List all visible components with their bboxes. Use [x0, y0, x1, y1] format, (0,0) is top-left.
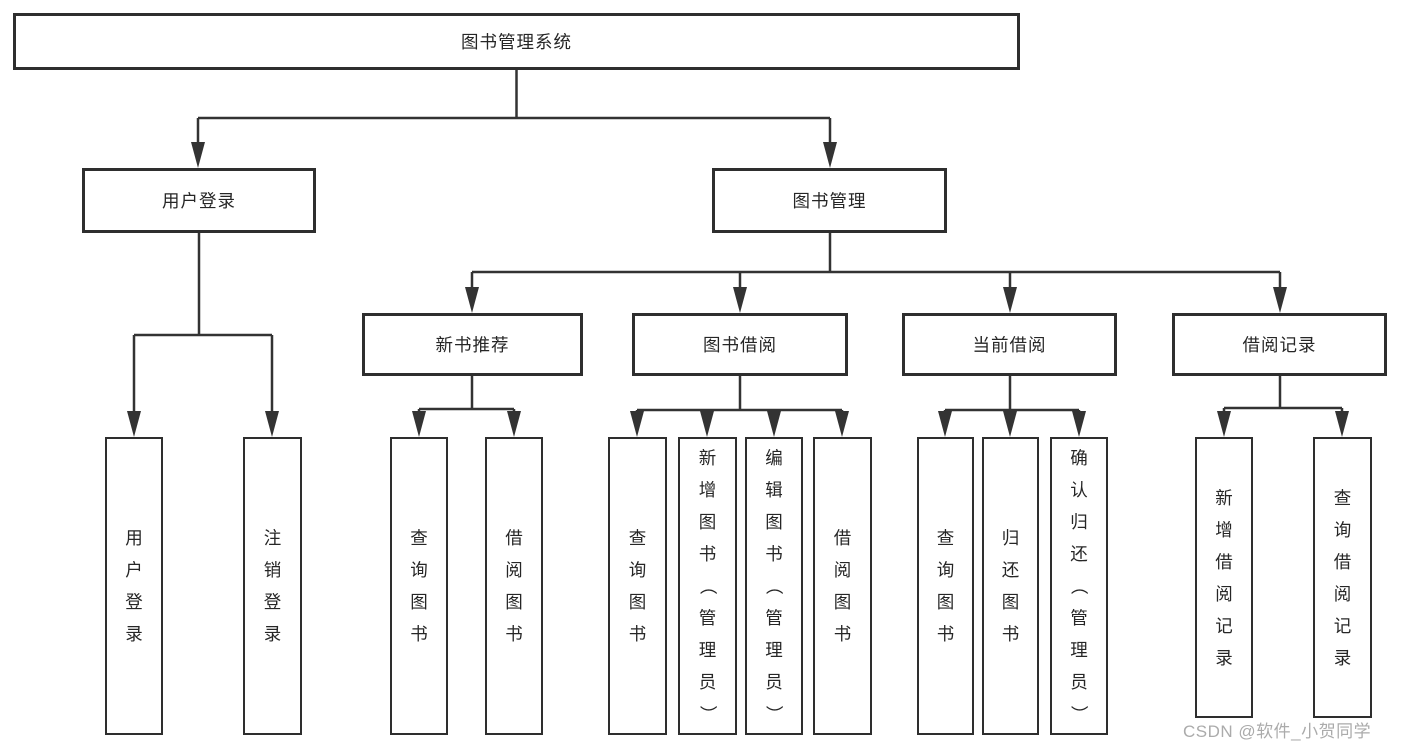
arrow-down-icon — [700, 411, 714, 437]
edge-book-mgmt-to-level3 — [465, 233, 1287, 313]
arrow-down-icon — [1003, 287, 1017, 313]
arrow-down-icon — [630, 411, 644, 437]
node-label: 新增借阅记录 — [1215, 487, 1233, 668]
arrow-down-icon — [191, 142, 205, 168]
node-label: 注销登录 — [263, 528, 282, 644]
arrow-down-icon — [265, 411, 279, 437]
node-label: 用户登录 — [162, 191, 236, 211]
node-label: 当前借阅 — [972, 335, 1047, 355]
node-label: 用户登录 — [125, 528, 143, 644]
node-leaf-query-borrow-record: 查询借阅记录 — [1313, 437, 1372, 718]
connector-path — [470, 233, 1282, 290]
node-leaf-confirm-return: 确认归还（管理员） — [1050, 437, 1108, 735]
node-leaf-logout: 注销登录 — [243, 437, 302, 735]
node-label: 图书借阅 — [703, 335, 777, 355]
arrow-down-icon — [835, 411, 849, 437]
node-label: 归还图书 — [1001, 528, 1020, 644]
node-label: 确认归还（管理员） — [1069, 448, 1089, 723]
connector-path — [943, 376, 1081, 415]
edge-borrow-records-to-leaves — [1217, 376, 1349, 437]
arrow-down-icon — [767, 411, 781, 437]
arrow-down-icon — [823, 142, 837, 168]
edge-current-borrow-to-leaves — [938, 376, 1086, 437]
connector-path — [635, 376, 844, 415]
node-leaf-add-borrow-record: 新增借阅记录 — [1195, 437, 1253, 718]
edge-new-book-rec-to-leaves — [412, 376, 521, 437]
node-label: 图书管理 — [792, 191, 867, 211]
node-leaf-query-books-1: 查询图书 — [390, 437, 448, 735]
arrow-down-icon — [465, 287, 479, 313]
edge-book-borrow-to-leaves — [630, 376, 849, 437]
node-label: 新增图书（管理员） — [697, 448, 718, 723]
node-user-login: 用户登录 — [82, 168, 316, 233]
node-label: 查询图书 — [628, 528, 647, 644]
arrow-down-icon — [1072, 411, 1086, 437]
node-new-book-rec: 新书推荐 — [362, 313, 583, 376]
node-label: 查询借阅记录 — [1333, 487, 1352, 668]
node-label: 借阅记录 — [1242, 335, 1317, 355]
arrow-down-icon — [1217, 411, 1231, 437]
watermark: CSDN @软件_小贺同学 — [1183, 722, 1372, 741]
arrow-down-icon — [1003, 411, 1017, 437]
connector-path — [132, 233, 274, 415]
connector-path — [196, 70, 832, 145]
edge-user-login-to-leaves — [127, 233, 279, 437]
edge-root-to-level2 — [191, 70, 837, 168]
node-current-borrow: 当前借阅 — [902, 313, 1117, 376]
node-book-mgmt: 图书管理 — [712, 168, 947, 233]
node-label: 图书管理系统 — [461, 32, 572, 52]
connector-path — [417, 376, 516, 415]
node-leaf-return-books: 归还图书 — [982, 437, 1039, 735]
arrow-down-icon — [733, 287, 747, 313]
arrow-down-icon — [1273, 287, 1287, 313]
node-label: 借阅图书 — [505, 528, 523, 644]
arrow-down-icon — [1335, 411, 1349, 437]
node-leaf-add-books: 新增图书（管理员） — [678, 437, 737, 735]
node-label: 查询图书 — [936, 528, 955, 644]
node-leaf-query-books-3: 查询图书 — [917, 437, 974, 735]
node-label: 新书推荐 — [435, 335, 510, 355]
arrow-down-icon — [507, 411, 521, 437]
node-leaf-edit-books: 编辑图书（管理员） — [745, 437, 803, 735]
node-leaf-borrow-books-1: 借阅图书 — [485, 437, 543, 735]
node-leaf-user-login: 用户登录 — [105, 437, 163, 735]
node-leaf-query-books-2: 查询图书 — [608, 437, 667, 735]
arrow-down-icon — [412, 411, 426, 437]
node-leaf-borrow-books-2: 借阅图书 — [813, 437, 872, 735]
node-label: 编辑图书（管理员） — [764, 448, 784, 723]
arrow-down-icon — [938, 411, 952, 437]
connector-path — [1222, 376, 1344, 415]
node-label: 借阅图书 — [833, 528, 852, 644]
node-book-borrow: 图书借阅 — [632, 313, 848, 376]
node-borrow-records: 借阅记录 — [1172, 313, 1387, 376]
node-root: 图书管理系统 — [13, 13, 1020, 70]
node-label: 查询图书 — [410, 528, 428, 644]
arrow-down-icon — [127, 411, 141, 437]
